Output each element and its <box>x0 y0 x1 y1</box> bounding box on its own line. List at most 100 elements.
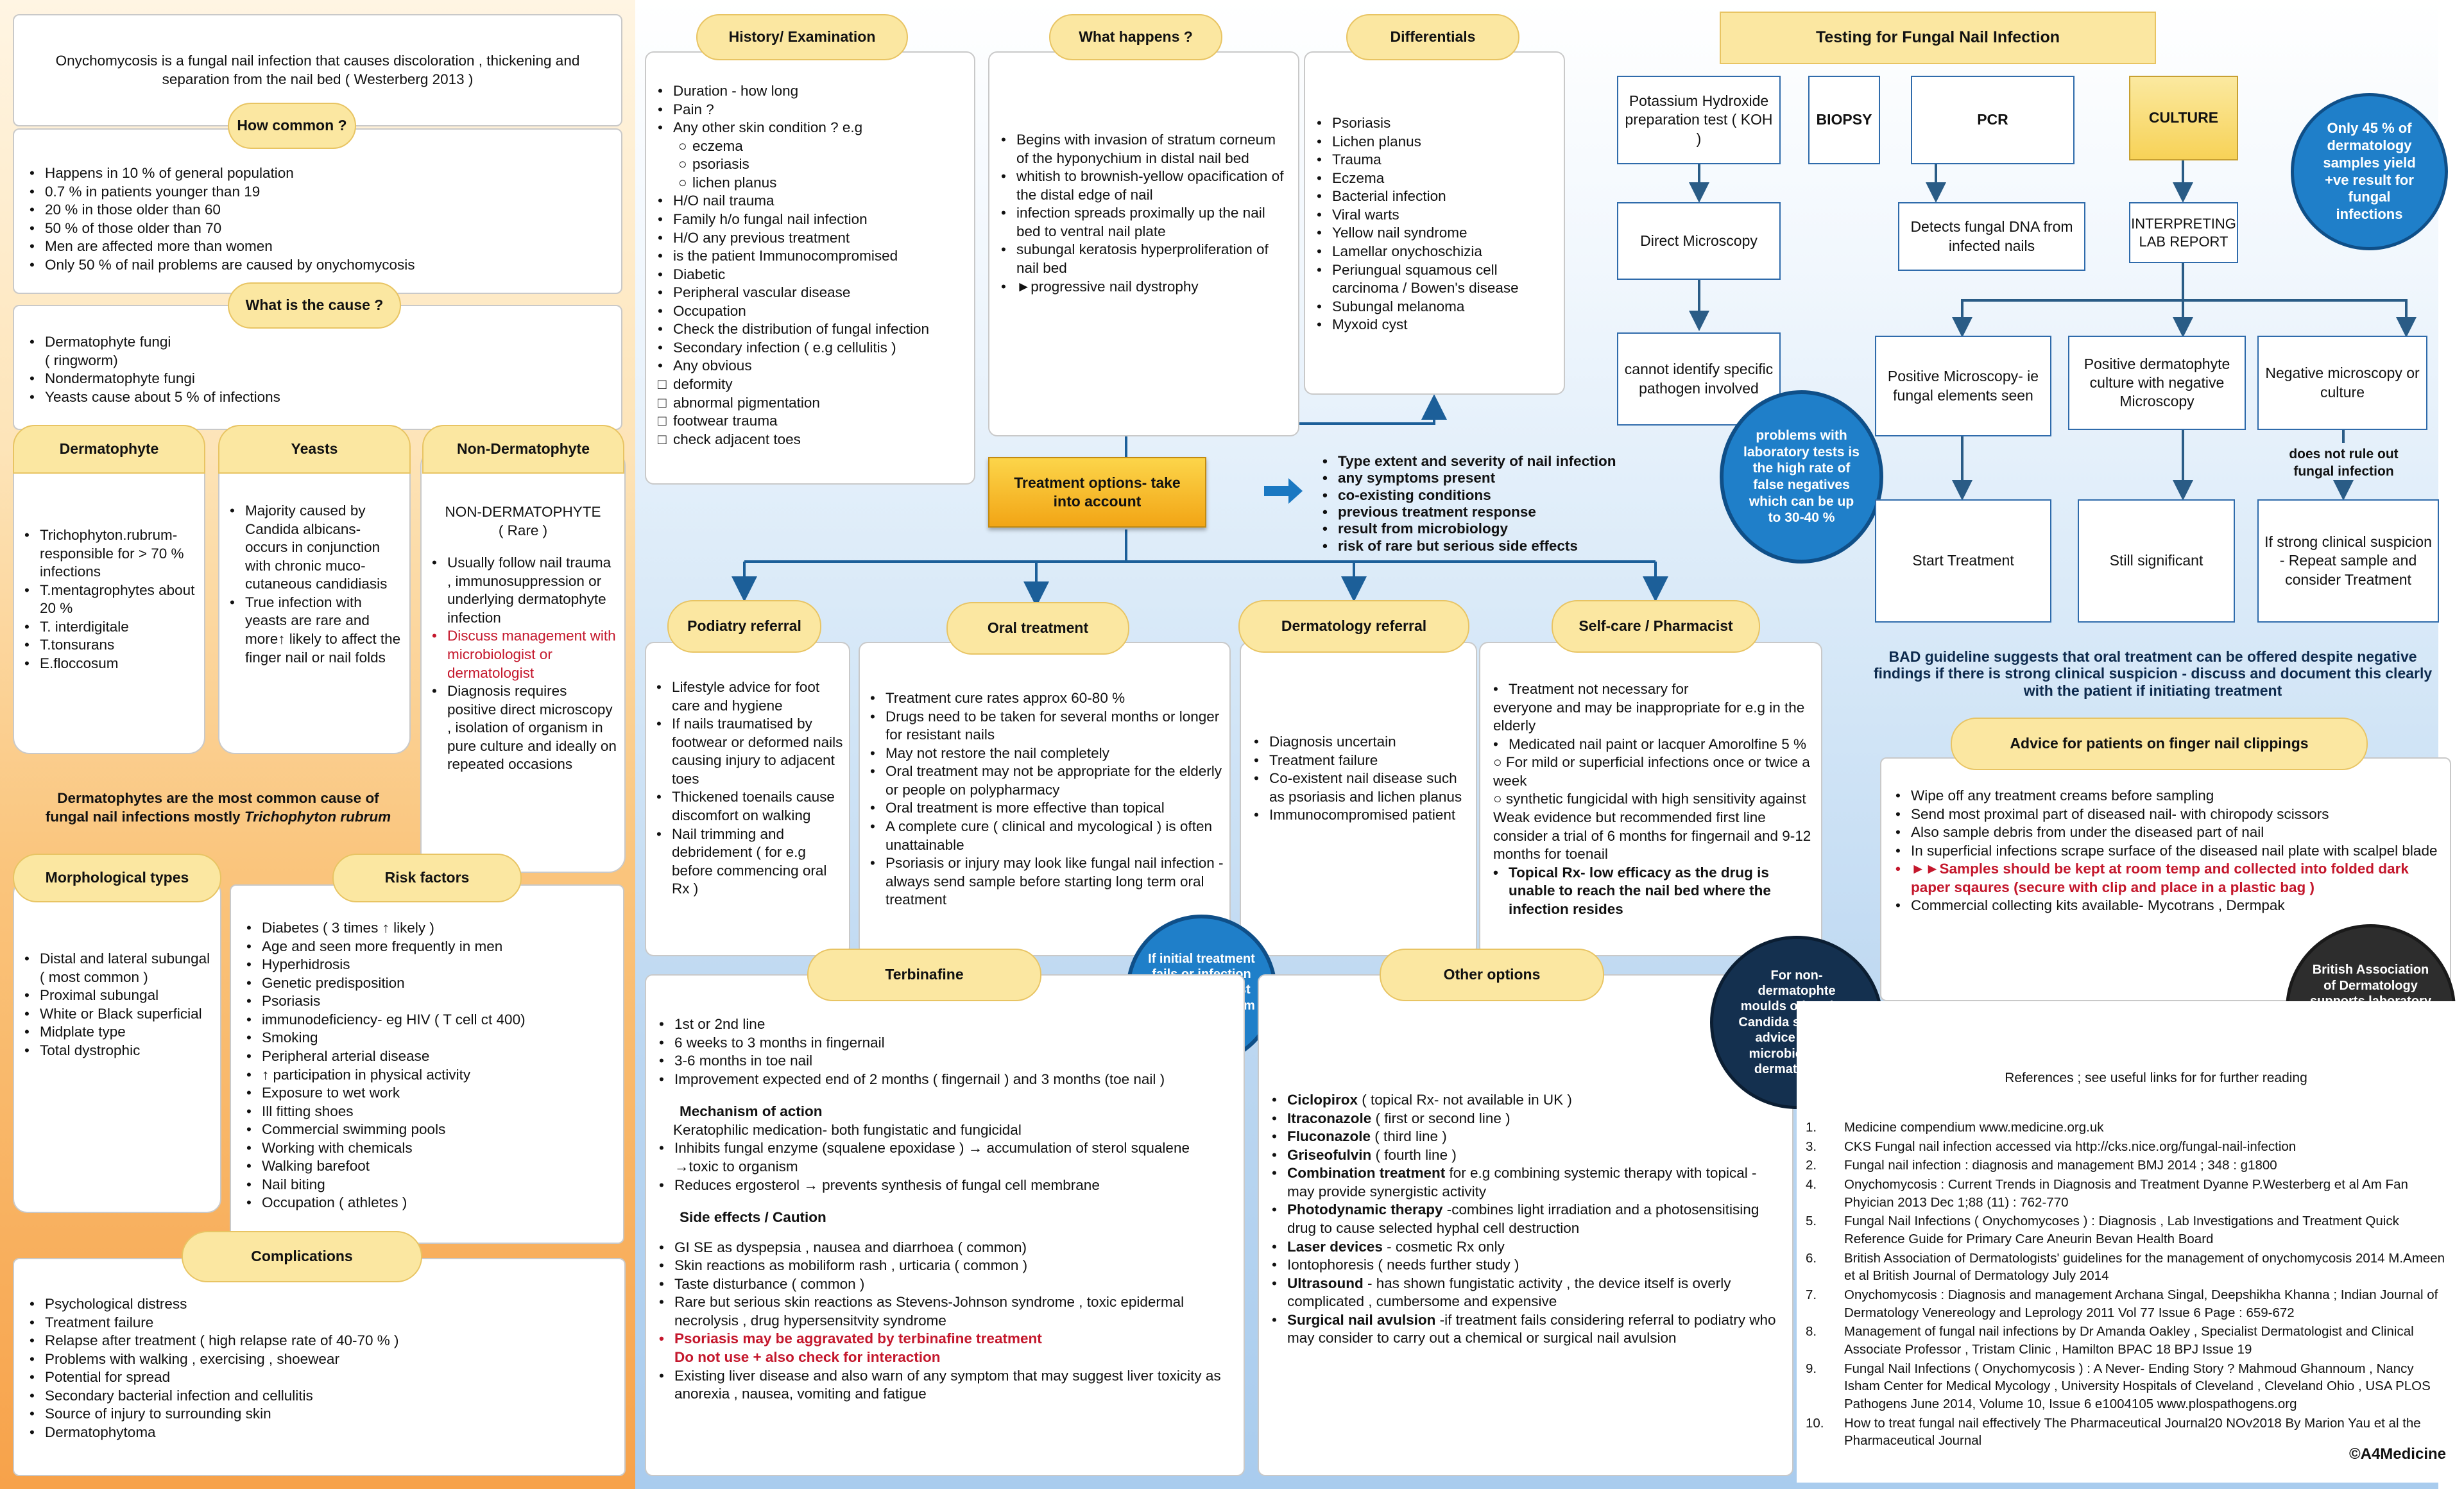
ref-text: Fungal nail infection : diagnosis and ma… <box>1844 1158 2277 1173</box>
list-item: 50 % of those older than 70 <box>26 219 610 238</box>
option-name: Combination treatment <box>1287 1165 1446 1182</box>
ref-number: 10. <box>1806 1415 1824 1431</box>
other-options-box: Ciclopirox ( topical Rx- not available i… <box>1258 974 1793 1476</box>
list-item: Send most proximal part of diseased nail… <box>1892 805 2440 824</box>
list-item: Dermatophyte fungi <box>26 333 610 352</box>
list-item: Occupation ( athletes ) <box>243 1194 615 1212</box>
list-item: Trichophyton.rubrum- responsible for > 7… <box>21 526 196 581</box>
note-species: Trichophyton rubrum <box>244 808 391 825</box>
moa-list: Inhibits fungal enzyme (squalene epoxida… <box>655 1139 1236 1194</box>
ref-text: CKS Fungal nail infection accessed via h… <box>1844 1139 2297 1154</box>
history-list: Duration - how long Pain ? Any other ski… <box>654 82 965 449</box>
list-item: Improvement expected end of 2 months ( f… <box>655 1071 1236 1089</box>
option-name: Fluconazole <box>1287 1128 1371 1145</box>
option-detail: for e.g combining systemic therapy with … <box>1287 1165 1757 1200</box>
list-item: Peripheral arterial disease <box>243 1047 615 1066</box>
what-happens-title: What happens ? <box>1049 14 1222 60</box>
list-item: T. interdigitale <box>21 618 196 637</box>
list-item: T.mentagrophytes about 20 % <box>21 581 196 618</box>
list-item: White or Black superficial <box>21 1005 214 1024</box>
dermatophyte-title: Dermatophyte <box>13 425 205 474</box>
list-item: Combination treatment for e.g combining … <box>1268 1164 1784 1201</box>
list-item: Dermatophytoma <box>26 1424 613 1442</box>
list-item-warning: Do not use + also check for interaction <box>674 1349 941 1365</box>
list-item: Ultrasound - has shown fungistatic activ… <box>1268 1275 1784 1311</box>
dermatophyte-box: Trichophyton.rubrum- responsible for > 7… <box>13 449 205 754</box>
list-item: Age and seen more frequently in men <box>243 938 615 956</box>
nondermatophyte-list: Usually follow nail trauma , immunosuppr… <box>428 554 618 774</box>
list-item: Source of injury to surrounding skin <box>26 1405 613 1424</box>
list-item: Photodynamic therapy -combines light irr… <box>1268 1201 1784 1237</box>
list-item: Yeasts cause about 5 % of infections <box>26 388 610 407</box>
culture-box: CULTURE <box>2129 76 2238 160</box>
ref-text: British Association of Dermatologists' g… <box>1844 1250 2445 1284</box>
list-item: Nail trimming and debridement ( for e.g … <box>653 825 844 899</box>
list-item: Bacterial infection <box>1313 187 1555 206</box>
list-item: Exposure to wet work <box>243 1084 615 1103</box>
ref-text: Fungal Nail Infections ( Onychomycosis )… <box>1844 1361 2431 1412</box>
biopsy-box: BIOPSY <box>1808 76 1880 164</box>
does-not-rule-out-text: does not rule out fungal infection <box>2289 447 2399 479</box>
list-subitem: psoriasis <box>654 155 965 174</box>
list-item: any symptoms present <box>1319 470 1678 487</box>
list-item: whitish to brownish-yellow opacification… <box>997 168 1289 204</box>
differentials-box: Psoriasis Lichen planus Trauma Eczema Ba… <box>1304 51 1565 395</box>
treatment-options-box: Treatment options- take into account <box>988 457 1206 528</box>
ref-text: Management of fungal nail infections by … <box>1844 1324 2414 1357</box>
ref-number: 9. <box>1806 1361 1817 1376</box>
list-item: Nail biting <box>243 1176 615 1194</box>
list-item: Itraconazole ( first or second line ) <box>1268 1110 1784 1128</box>
list-item: Co-existent nail disease such as psorias… <box>1250 770 1471 806</box>
list-item: Check the distribution of fungal infecti… <box>654 320 965 339</box>
list-item: Topical Rx- low efficacy as the drug is … <box>1489 864 1815 919</box>
list-item: Oral treatment may not be appropriate fo… <box>866 762 1224 799</box>
yeasts-title: Yeasts <box>218 425 411 474</box>
list-item: Nondermatophyte fungi <box>26 370 610 388</box>
list-item: ○ For mild or superficial infections onc… <box>1493 754 1810 789</box>
option-name: Itraconazole <box>1287 1110 1372 1126</box>
differentials-title: Differentials <box>1346 14 1519 60</box>
list-item: Majority caused by Candida albicans- occ… <box>226 502 403 594</box>
dermatophyte-note: Dermatophytes are the most common cause … <box>19 789 417 826</box>
option-detail: - cosmetic Rx only <box>1382 1238 1505 1255</box>
list-item: ►progressive nail dystrophy <box>997 278 1289 297</box>
list-item: Men are affected more than women <box>26 237 610 256</box>
option-detail: ( first or second line ) <box>1371 1110 1510 1126</box>
reference-item: 5.Fungal Nail Infections ( Onychomycoses… <box>1806 1212 2446 1248</box>
list-item: Lamellar onychoschizia <box>1313 243 1555 261</box>
selfcare-box: Treatment not necessary for everyone and… <box>1479 642 1822 956</box>
list-item: Psoriasis <box>243 992 615 1011</box>
positive-microscopy-box: Positive Microscopy- ie fungal elements … <box>1875 336 2051 436</box>
dermatophyte-note-line2: fungal nail infections mostly Trichophyt… <box>19 808 417 827</box>
ref-text: Onychomycosis : Diagnosis and management… <box>1844 1287 2438 1320</box>
list-item: Treatment failure <box>26 1314 613 1332</box>
list-item: Reduces ergosterol → prevents synthesis … <box>655 1176 1236 1195</box>
option-detail: -if treatment fails considering referral… <box>1287 1311 1776 1347</box>
list-item: Pain ? <box>654 101 965 119</box>
complications-title: Complications <box>182 1231 422 1282</box>
copyright: ©A4Medicine <box>2348 1445 2446 1463</box>
ref-number: 5. <box>1806 1214 1817 1229</box>
list-item: If nails traumatised by footwear or defo… <box>653 715 844 788</box>
list-item: Commercial collecting kits available- My… <box>1892 897 2440 915</box>
start-treatment-box: Start Treatment <box>1875 499 2051 623</box>
dermatophyte-note-line1: Dermatophytes are the most common cause … <box>57 790 379 806</box>
how-common-list: Happens in 10 % of general population 0.… <box>26 164 610 274</box>
intro-text: Onychomycosis is a fungal nail infection… <box>55 52 580 87</box>
oral-title: Oral treatment <box>946 602 1129 655</box>
complications-list: Psychological distress Treatment failure… <box>26 1295 613 1442</box>
ref-text: How to treat fungal nail effectively The… <box>1844 1415 2421 1449</box>
morph-box: Distal and lateral subungal ( most commo… <box>13 879 221 1213</box>
testing-title: Testing for Fungal Nail Infection <box>1720 12 2156 64</box>
yeasts-box: Majority caused by Candida albicans- occ… <box>218 449 411 754</box>
list-item: Eczema <box>1313 169 1555 188</box>
list-item: Diagnosis requires positive direct micro… <box>428 682 618 774</box>
bad-guideline-text: BAD guideline suggests that oral treatme… <box>1873 648 2433 699</box>
list-item: Occupation <box>654 302 965 321</box>
what-happens-box: Begins with invasion of stratum corneum … <box>988 51 1299 436</box>
list-item: Total dystrophic <box>21 1042 214 1060</box>
negative-microscopy-box: Negative microscopy or culture <box>2257 336 2427 430</box>
list-item: Immunocompromised patient <box>1250 806 1471 825</box>
ref-text: Medicine compendium www.medicine.org.uk <box>1844 1120 2104 1135</box>
reference-item: 3.CKS Fungal nail infection accessed via… <box>1806 1138 2446 1156</box>
